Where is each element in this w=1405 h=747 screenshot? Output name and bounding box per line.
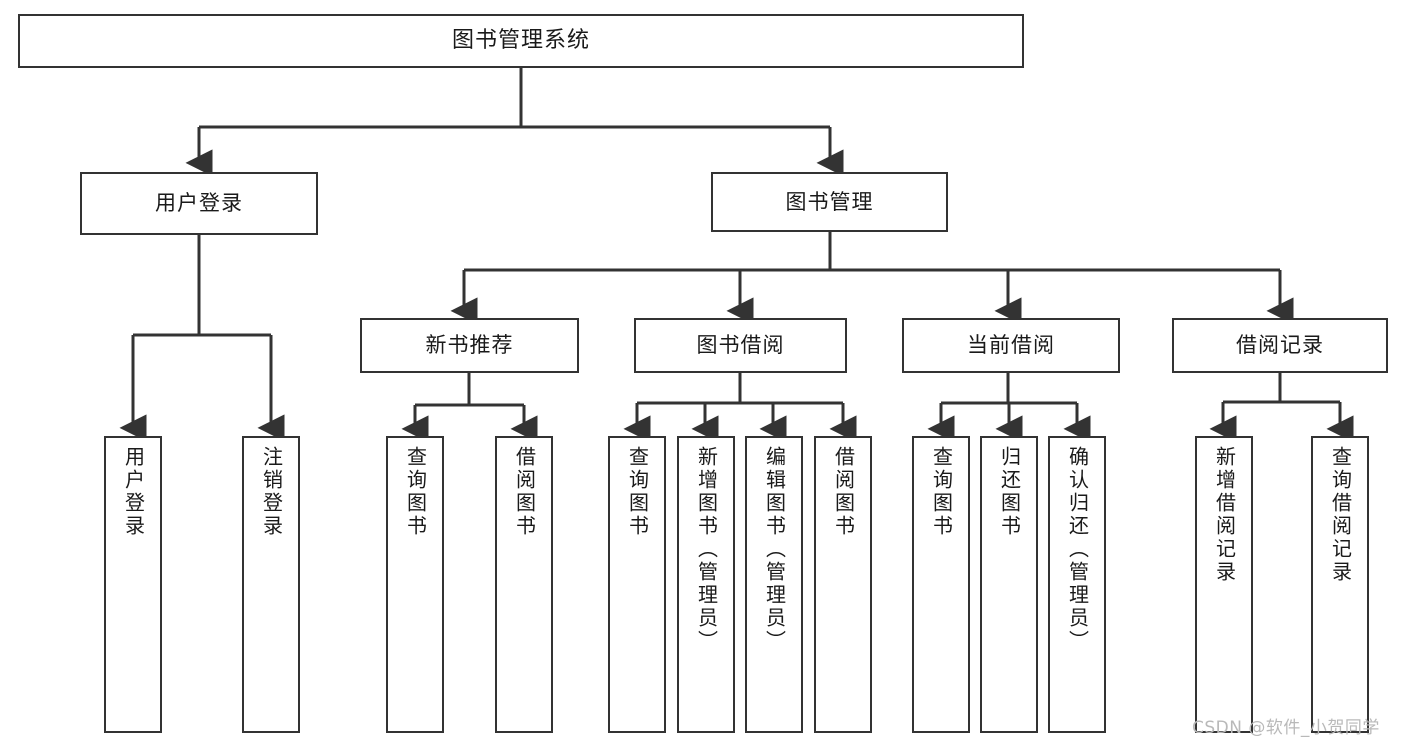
leaf-book-borrow-borrow[interactable]: 借阅图书 <box>814 436 872 733</box>
leaf-user-login-login-label: 用户登录 <box>121 446 146 538</box>
leaf-borrow-record-query[interactable]: 查询借阅记录 <box>1311 436 1369 733</box>
leaf-user-login-login[interactable]: 用户登录 <box>104 436 162 733</box>
node-book-borrow-label: 图书借阅 <box>696 333 785 358</box>
leaf-new-book-query-label: 查询图书 <box>403 446 428 538</box>
csdn-watermark: CSDN @软件_小贺同学 <box>1192 718 1380 738</box>
node-new-book-recommend-label: 新书推荐 <box>425 333 514 358</box>
leaf-new-book-borrow[interactable]: 借阅图书 <box>495 436 553 733</box>
leaf-current-borrow-query-label: 查询图书 <box>929 446 954 538</box>
leaf-book-borrow-edit-label: 编辑图书（管理员） <box>762 446 787 653</box>
leaf-book-borrow-add[interactable]: 新增图书（管理员） <box>677 436 735 733</box>
leaf-new-book-borrow-label: 借阅图书 <box>512 446 537 538</box>
leaf-book-borrow-query[interactable]: 查询图书 <box>608 436 666 733</box>
leaf-book-borrow-edit[interactable]: 编辑图书（管理员） <box>745 436 803 733</box>
leaf-book-borrow-add-label: 新增图书（管理员） <box>694 446 719 653</box>
node-book-borrow[interactable]: 图书借阅 <box>634 318 847 373</box>
node-borrow-record-label: 借阅记录 <box>1236 333 1324 358</box>
node-current-borrow-label: 当前借阅 <box>967 333 1055 358</box>
node-root-system-label: 图书管理系统 <box>451 28 590 54</box>
node-book-management-label: 图书管理 <box>785 189 874 214</box>
leaf-book-borrow-query-label: 查询图书 <box>625 446 650 538</box>
leaf-current-borrow-return[interactable]: 归还图书 <box>980 436 1038 733</box>
node-book-management[interactable]: 图书管理 <box>711 172 948 232</box>
leaf-borrow-record-add-label: 新增借阅记录 <box>1212 446 1237 584</box>
leaf-current-borrow-confirm[interactable]: 确认归还（管理员） <box>1048 436 1106 733</box>
leaf-new-book-query[interactable]: 查询图书 <box>386 436 444 733</box>
leaf-borrow-record-query-label: 查询借阅记录 <box>1328 446 1353 584</box>
node-current-borrow[interactable]: 当前借阅 <box>902 318 1120 373</box>
leaf-user-login-logout[interactable]: 注销登录 <box>242 436 300 733</box>
leaf-borrow-record-add[interactable]: 新增借阅记录 <box>1195 436 1253 733</box>
leaf-current-borrow-return-label: 归还图书 <box>997 446 1022 538</box>
leaf-user-login-logout-label: 注销登录 <box>259 446 284 538</box>
node-new-book-recommend[interactable]: 新书推荐 <box>360 318 579 373</box>
node-borrow-record[interactable]: 借阅记录 <box>1172 318 1388 373</box>
leaf-book-borrow-borrow-label: 借阅图书 <box>831 446 856 538</box>
leaf-current-borrow-query[interactable]: 查询图书 <box>912 436 970 733</box>
leaf-current-borrow-confirm-label: 确认归还（管理员） <box>1065 446 1090 653</box>
node-user-login-label: 用户登录 <box>155 191 243 216</box>
node-root-system[interactable]: 图书管理系统 <box>18 14 1024 68</box>
node-user-login[interactable]: 用户登录 <box>80 172 318 235</box>
